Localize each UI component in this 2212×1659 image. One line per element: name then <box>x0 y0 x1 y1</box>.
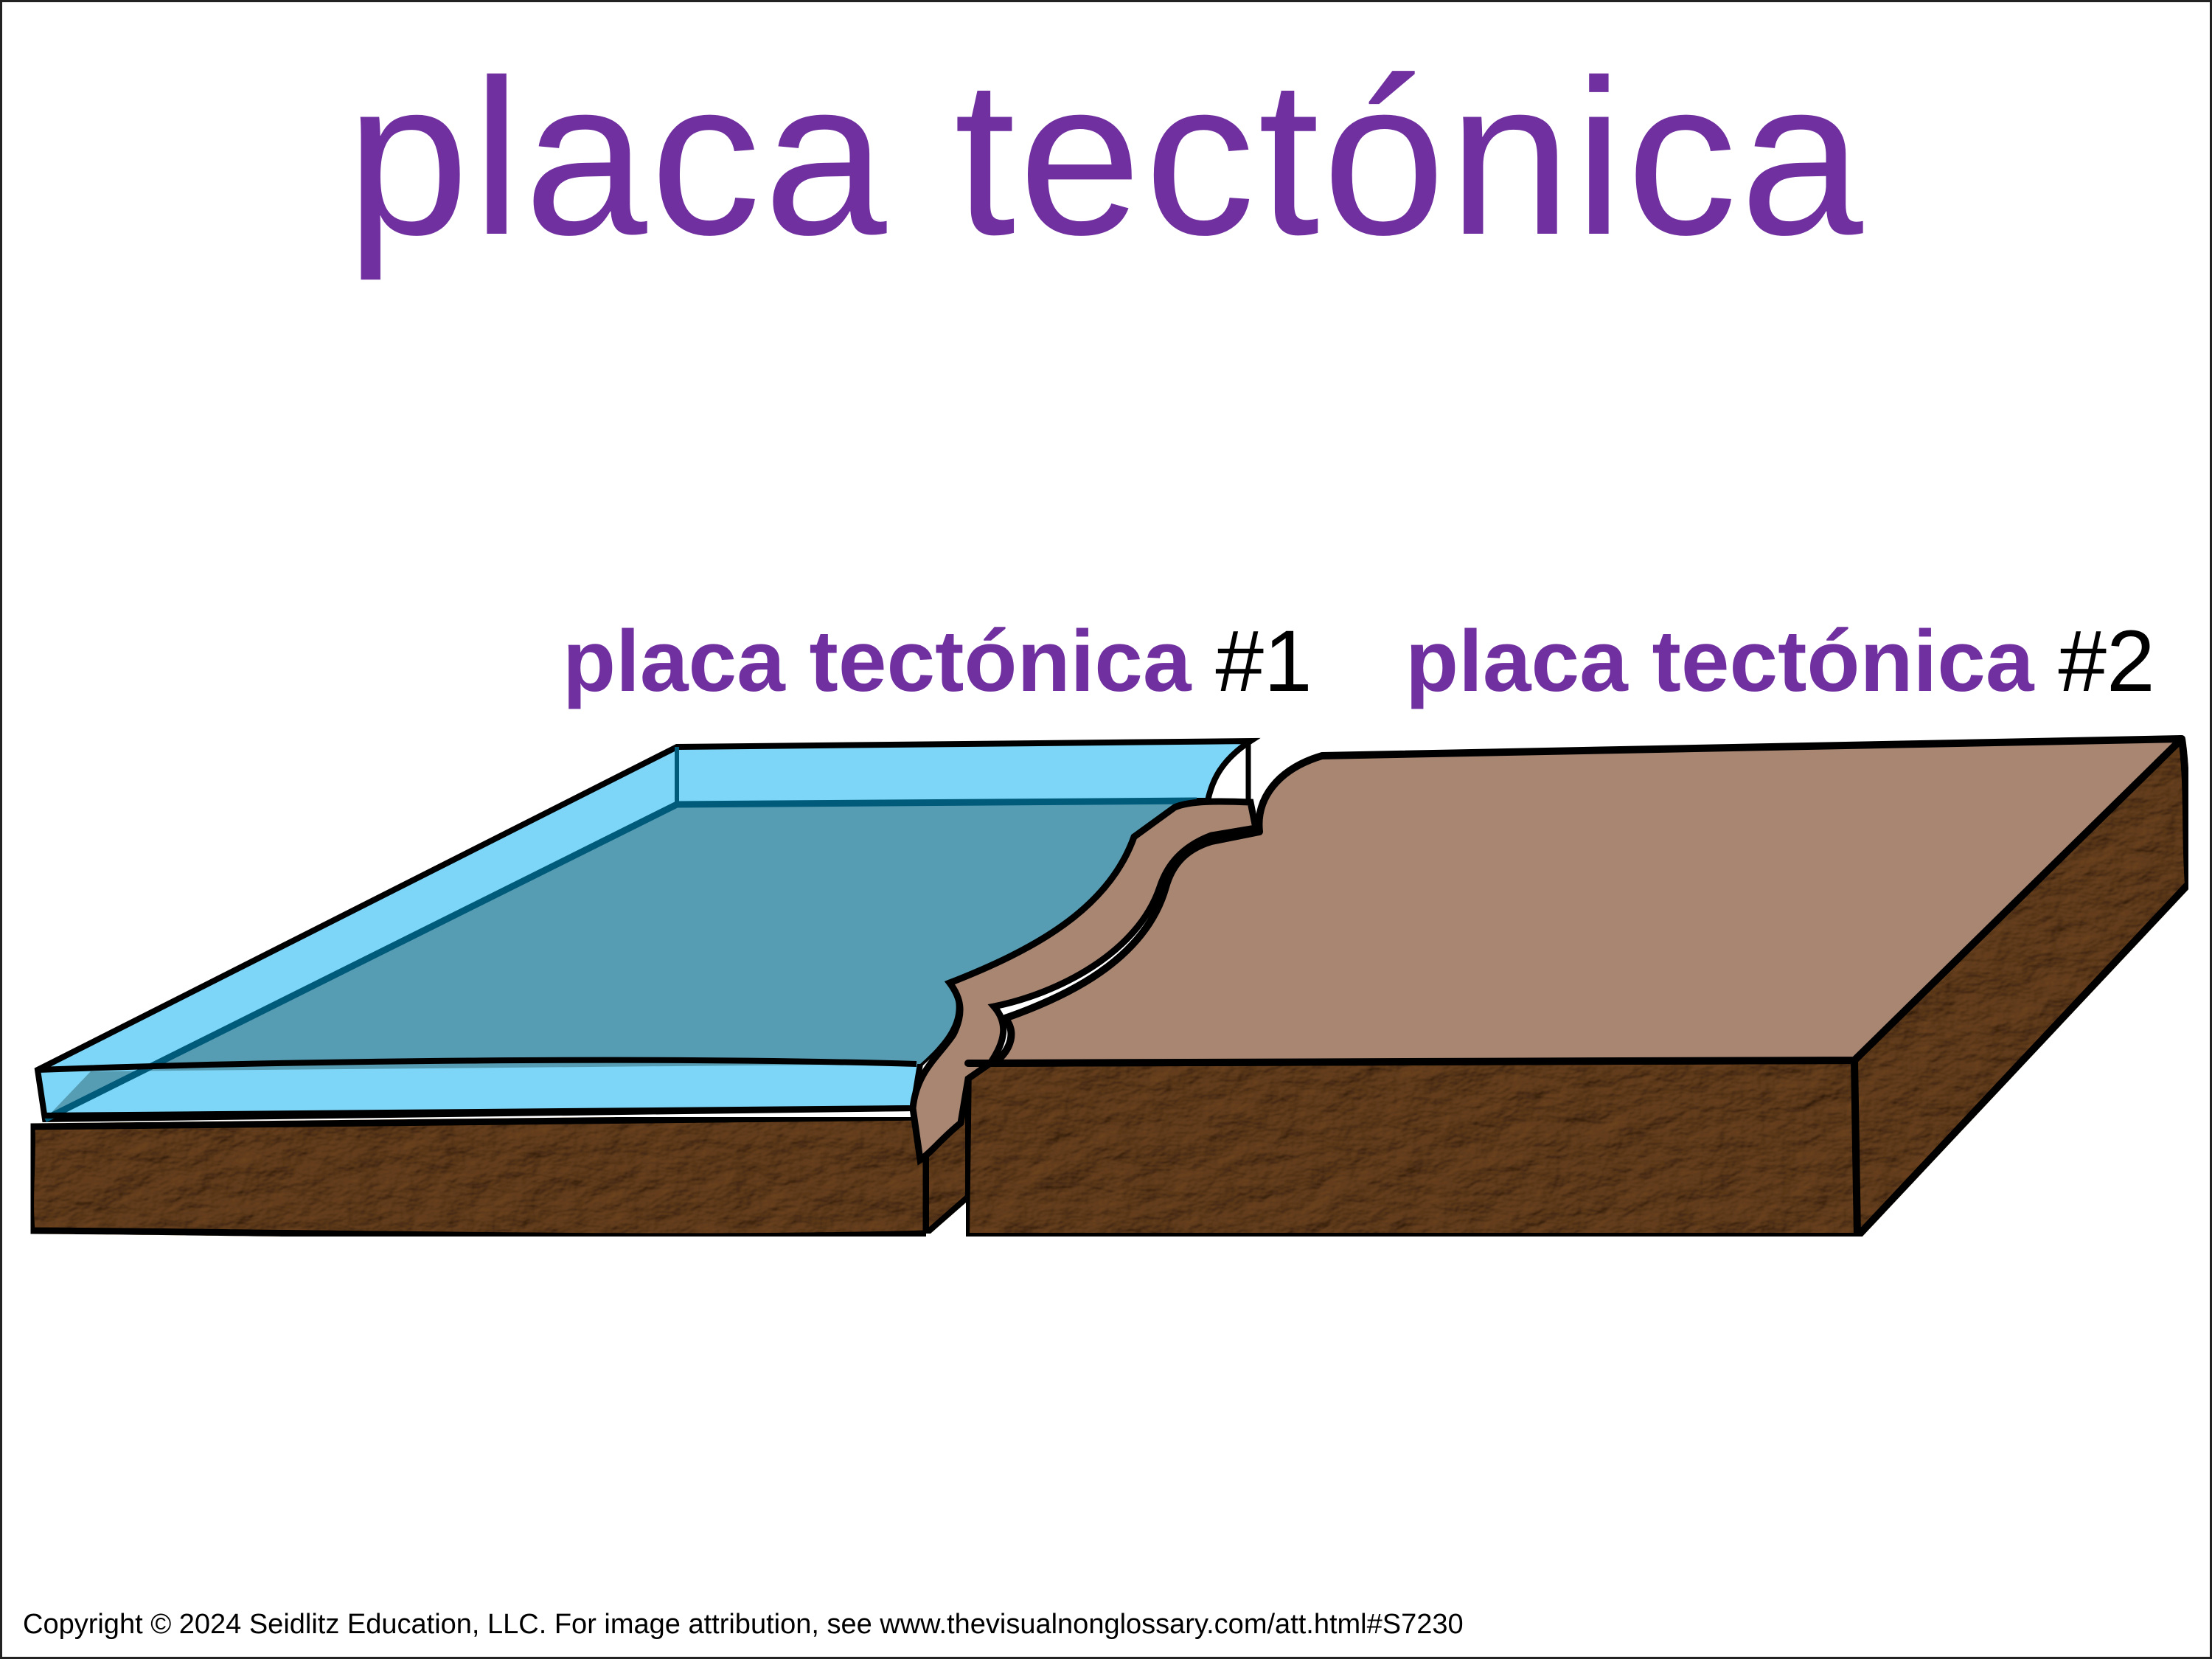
plate-1-water <box>34 737 1261 1123</box>
plate-2-label-text: placa tectónica <box>1405 613 2034 710</box>
plate-2-label-number: #2 <box>2058 613 2155 710</box>
plate-1-label: placa tectónica #1 <box>563 618 1312 705</box>
plate-2-label: placa tectónica #2 <box>1405 618 2155 705</box>
copyright-footer: Copyright © 2024 Seidlitz Education, LLC… <box>23 1609 1464 1640</box>
page-title: placa tectónica <box>346 33 1866 281</box>
plate-1-label-text: placa tectónica <box>563 613 1192 710</box>
plate-2 <box>909 731 2193 1246</box>
plate-1-label-number: #1 <box>1215 613 1312 710</box>
